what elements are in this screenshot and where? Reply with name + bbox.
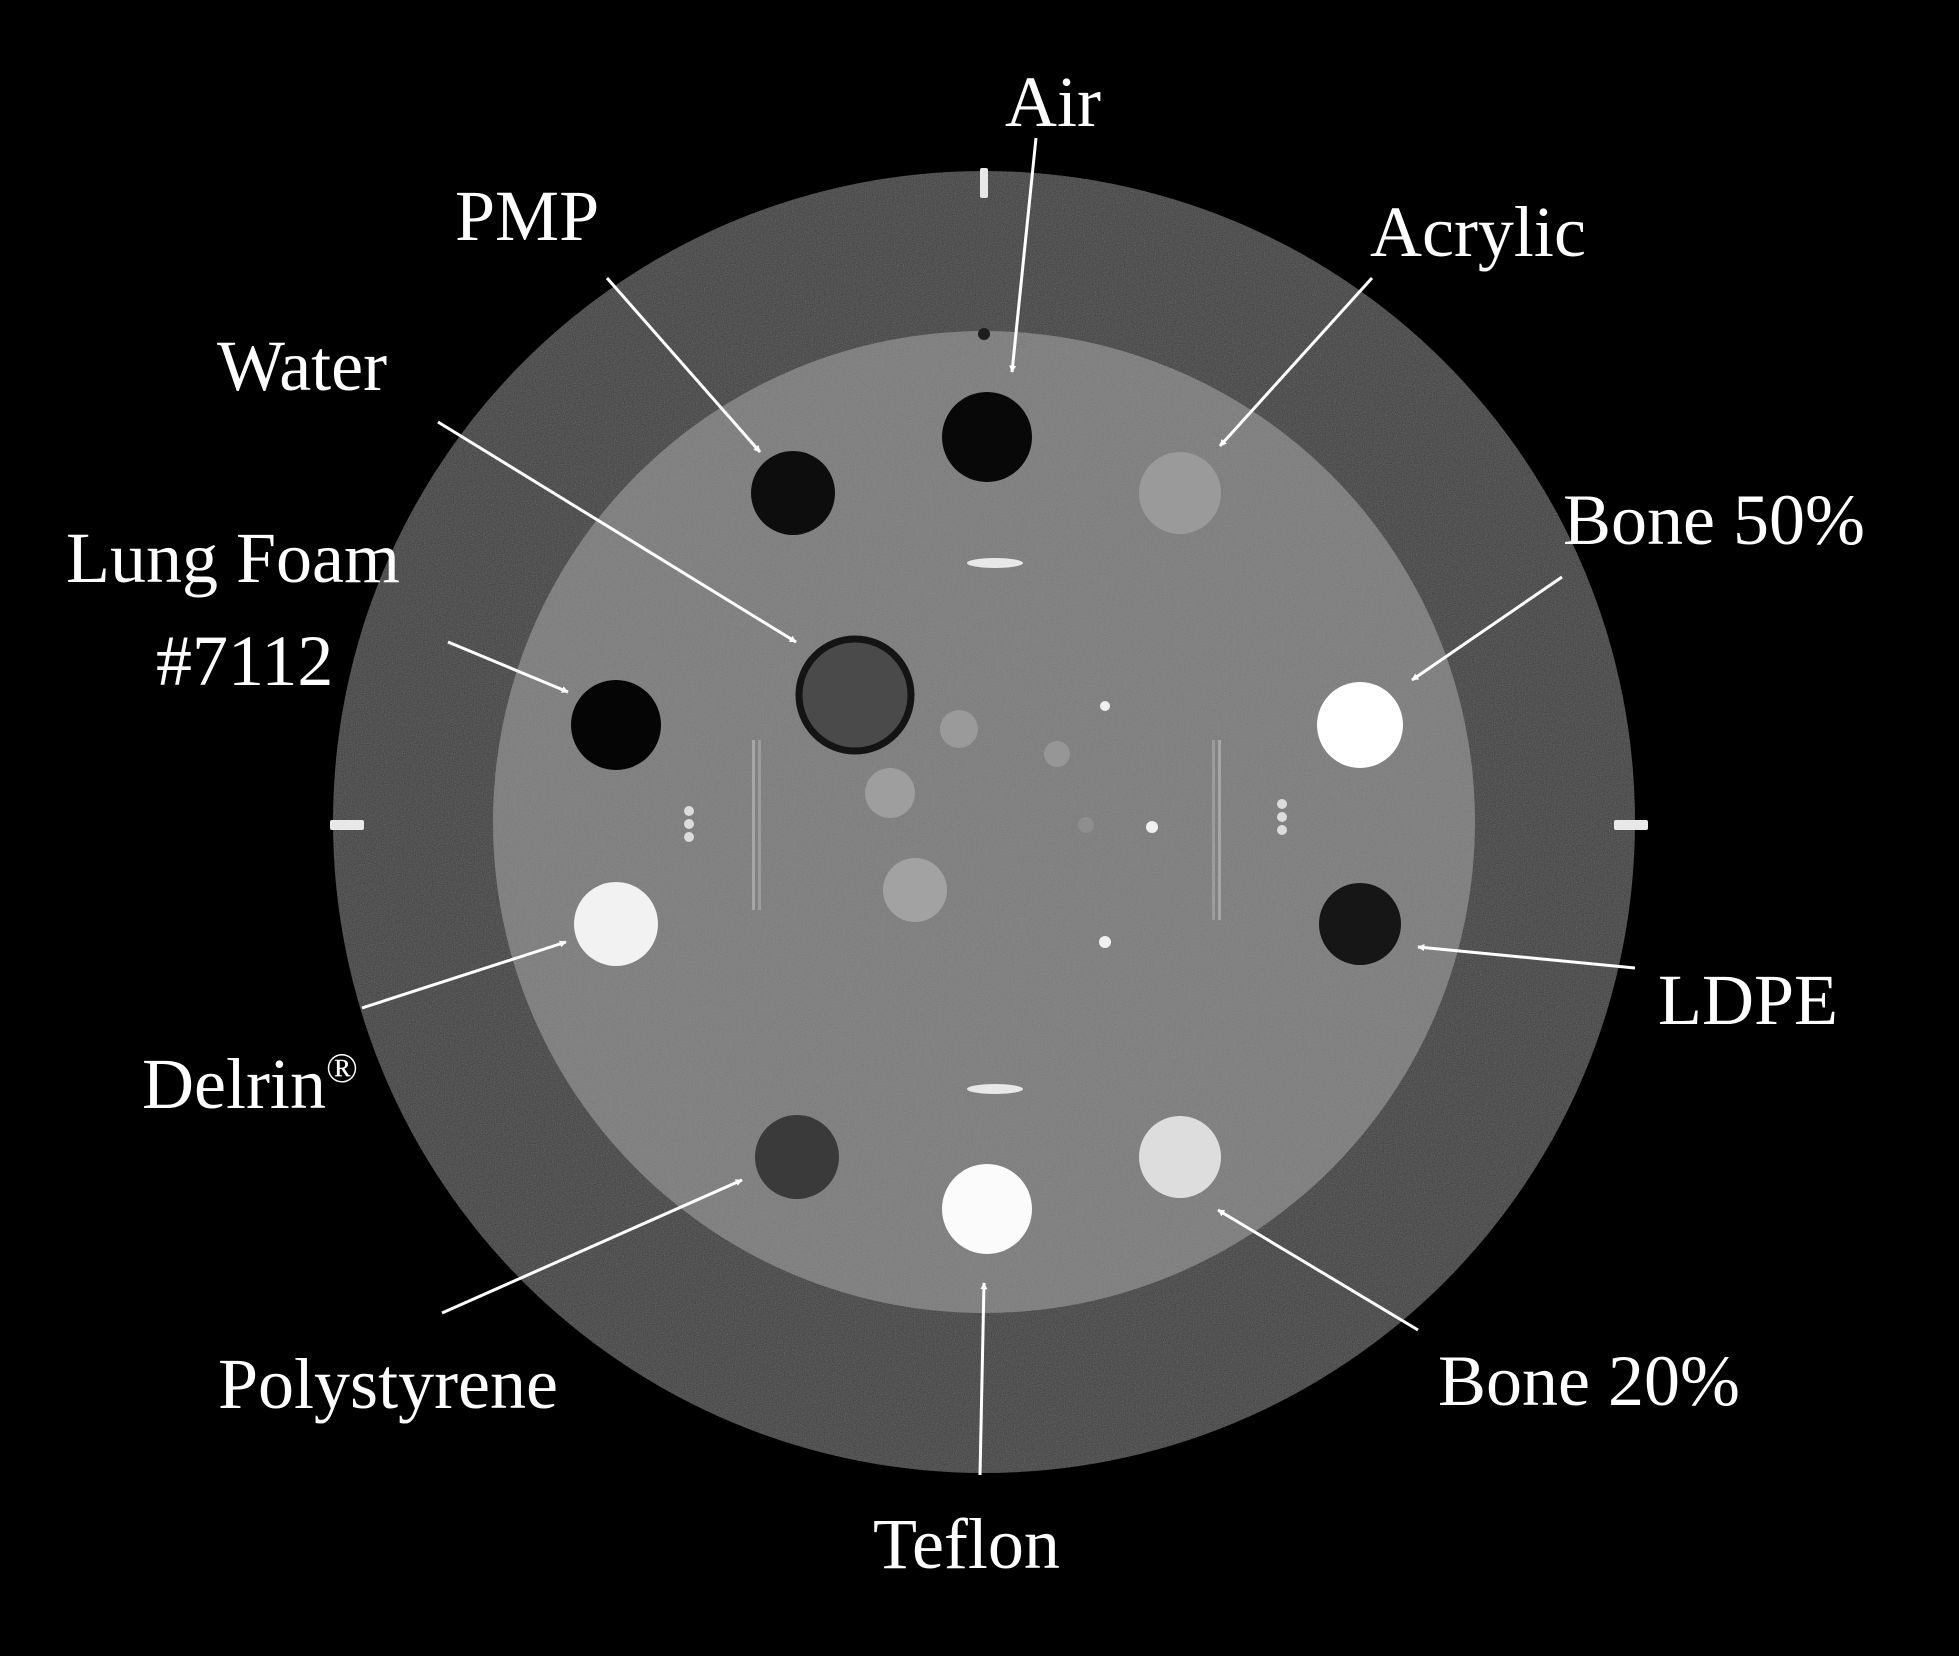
lower-slit-mark xyxy=(967,1084,1023,1094)
bead xyxy=(1277,812,1287,822)
point-target xyxy=(1099,936,1111,948)
label-delrin: Delrin® xyxy=(142,1044,358,1124)
insert-delrin xyxy=(574,882,658,966)
label-ldpe: LDPE xyxy=(1658,960,1838,1040)
resolution-pattern-right xyxy=(1212,740,1287,920)
insert-air xyxy=(942,392,1032,482)
arrow-lung-foam xyxy=(447,640,569,694)
label-bone50: Bone 50% xyxy=(1563,480,1865,560)
insert-lung-foam xyxy=(571,680,661,770)
small-dark-mark xyxy=(978,328,990,340)
bead xyxy=(1277,799,1287,809)
label-water: Water xyxy=(217,326,387,406)
bead xyxy=(684,832,694,842)
contrast-disc xyxy=(940,710,978,748)
arrow-delrin xyxy=(361,940,567,1010)
bead xyxy=(684,819,694,829)
label-lung-foam-line2: #7112 xyxy=(156,621,333,701)
label-pmp: PMP xyxy=(455,176,599,256)
line-pair-bar xyxy=(1218,740,1221,920)
arrow-air xyxy=(1009,137,1038,373)
label-lung-foam-line1: Lung Foam xyxy=(66,518,400,598)
label-bone20: Bone 20% xyxy=(1438,1341,1740,1421)
label-teflon: Teflon xyxy=(873,1504,1060,1584)
point-target xyxy=(1100,701,1110,711)
insert-teflon xyxy=(942,1164,1032,1254)
insert-water xyxy=(795,635,915,755)
insert-acrylic xyxy=(1139,452,1221,534)
bead xyxy=(1277,825,1287,835)
phantom xyxy=(333,171,1635,1473)
top-alignment-mark xyxy=(980,168,988,198)
insert-ldpe xyxy=(1319,883,1401,965)
arrow-ldpe xyxy=(1417,944,1636,970)
arrows xyxy=(361,137,1636,1476)
right-alignment-mark xyxy=(1614,820,1648,830)
label-delrin-registered: ® xyxy=(326,1046,358,1092)
upper-slit-mark xyxy=(967,558,1023,568)
line-pair-bar xyxy=(1212,740,1215,920)
contrast-disc xyxy=(1044,741,1070,767)
arrow-bone50 xyxy=(1411,575,1563,682)
point-target xyxy=(1146,821,1158,833)
inserts xyxy=(571,392,1403,1254)
arrow-teflon xyxy=(978,1282,988,1476)
alignment-marks xyxy=(330,168,1648,1094)
arrow-water xyxy=(437,420,797,644)
insert-bone20 xyxy=(1139,1116,1221,1198)
insert-pmp xyxy=(751,451,835,535)
label-polystyrene: Polystyrene xyxy=(218,1344,558,1424)
contrast-disc xyxy=(883,858,947,922)
arrow-pmp xyxy=(605,277,762,453)
arrow-polystyrene xyxy=(441,1178,743,1315)
label-acrylic: Acrylic xyxy=(1370,192,1586,272)
arrow-acrylic xyxy=(1218,276,1374,448)
label-delrin-text: Delrin xyxy=(142,1044,326,1124)
labels: Air PMP Acrylic Water Bone 50% Lung Foam… xyxy=(66,62,1865,1584)
contrast-disc xyxy=(865,768,915,818)
contrast-targets xyxy=(865,701,1158,948)
arrow-bone20 xyxy=(1217,1208,1419,1332)
bead xyxy=(684,806,694,816)
insert-polystyrene xyxy=(755,1115,839,1199)
resolution-pattern-left xyxy=(684,740,761,910)
inner-body xyxy=(493,331,1475,1313)
line-pair-bar xyxy=(752,740,755,910)
line-pair-bar xyxy=(758,740,761,910)
left-alignment-mark xyxy=(330,820,364,830)
insert-bone50 xyxy=(1317,682,1403,768)
contrast-disc xyxy=(1078,817,1094,833)
label-air: Air xyxy=(1005,62,1101,142)
